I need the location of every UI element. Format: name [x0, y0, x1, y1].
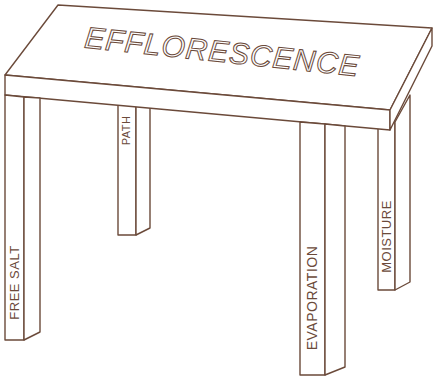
table-leg — [118, 104, 136, 235]
table-leg — [395, 95, 410, 290]
table-leg — [300, 122, 325, 375]
leg-label: EVAPORATION — [306, 246, 320, 351]
table-leg — [136, 104, 150, 235]
leg-label: PATH — [122, 115, 133, 145]
table-leg — [24, 97, 40, 340]
table-apron — [5, 75, 390, 130]
table-leg — [5, 95, 24, 340]
table-leg — [378, 120, 395, 290]
leg-label: FREE SALT — [8, 245, 21, 319]
leg-label: MOISTURE — [380, 200, 393, 273]
table-leg — [325, 124, 345, 375]
table-apron — [390, 28, 432, 130]
